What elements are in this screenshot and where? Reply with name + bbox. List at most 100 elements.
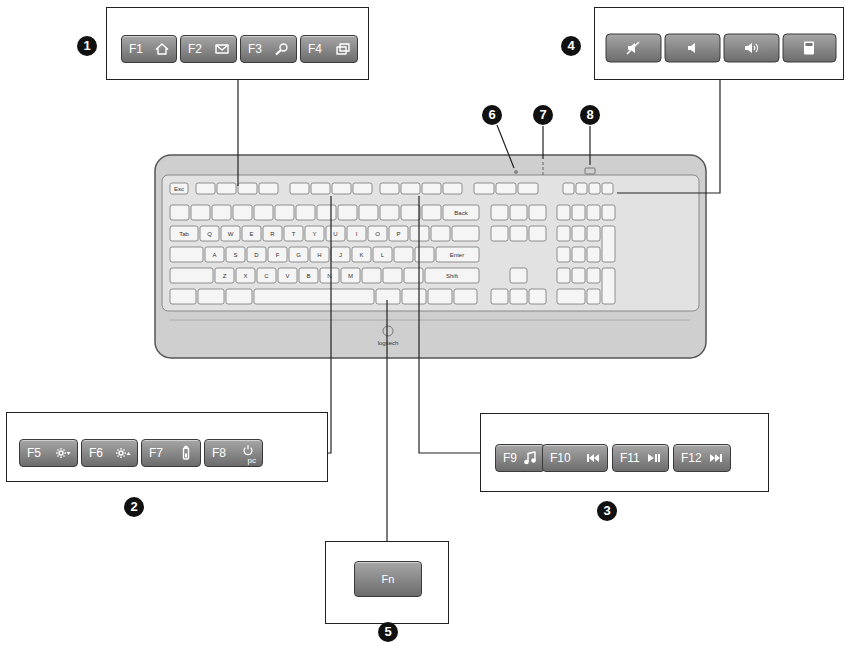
keyboard-keys (170, 183, 615, 304)
key (275, 205, 294, 220)
key (233, 205, 252, 220)
key-icon (241, 443, 255, 457)
key (589, 183, 600, 194)
media-keys (595, 8, 843, 79)
key (170, 183, 188, 194)
key-deck (162, 175, 699, 311)
key (198, 289, 224, 304)
key (205, 247, 224, 262)
key (289, 247, 308, 262)
key (510, 268, 527, 283)
leader-line (386, 300, 387, 541)
key (443, 205, 479, 220)
function-key: F3 (240, 35, 297, 63)
key-legend: I (356, 230, 358, 237)
key (443, 183, 462, 194)
key (200, 226, 219, 241)
key (572, 226, 585, 241)
key (557, 226, 570, 241)
key-legend: Shift (446, 272, 458, 279)
key-icon (115, 445, 131, 461)
key (226, 247, 245, 262)
key-legend: Back (454, 209, 467, 216)
key (474, 183, 494, 194)
key (389, 226, 408, 241)
key (436, 247, 479, 262)
key-legend: Y (312, 230, 316, 237)
key-legend: B (306, 272, 310, 279)
key (383, 268, 402, 283)
key (278, 268, 297, 283)
key (338, 205, 357, 220)
key (299, 268, 318, 283)
key (242, 226, 261, 241)
key (331, 247, 350, 262)
key (238, 183, 257, 194)
key (587, 205, 600, 220)
key (215, 268, 234, 283)
key-legend: C (264, 272, 268, 279)
key-legend: W (228, 230, 234, 237)
key (221, 226, 240, 241)
key-label: F3 (248, 42, 262, 56)
key-legend: G (296, 251, 301, 258)
function-key: F12 (673, 444, 731, 472)
key (236, 268, 255, 283)
key (394, 247, 413, 262)
key (572, 268, 585, 283)
key-label: F11 (620, 451, 640, 465)
key (191, 205, 210, 220)
key (576, 183, 587, 194)
key (368, 226, 387, 241)
key-legend: U (333, 230, 337, 237)
key (296, 205, 315, 220)
function-key: F6 (81, 439, 138, 467)
key (401, 205, 420, 220)
key (170, 268, 213, 283)
indicator-light (514, 170, 518, 174)
key (587, 289, 600, 304)
key-label: F7 (149, 446, 163, 460)
key (310, 247, 329, 262)
function-key: F4 (300, 35, 358, 63)
key (170, 289, 196, 304)
key (431, 226, 450, 241)
leader-line (328, 196, 331, 453)
key-legend: R (270, 230, 274, 237)
key (341, 268, 360, 283)
leader-line (237, 80, 238, 186)
callout-box: 3F9F10F11F12 (480, 413, 769, 492)
key (376, 289, 400, 304)
key-icon (708, 450, 724, 466)
key (425, 268, 479, 283)
key (602, 183, 613, 194)
function-key: Fn (354, 561, 422, 597)
key-icon (274, 41, 290, 57)
key (217, 183, 236, 194)
key-legend: P (396, 230, 400, 237)
function-key: F2 (180, 35, 237, 63)
key (510, 226, 527, 241)
key-label: F1 (129, 42, 143, 56)
key (529, 289, 546, 304)
key-icon (522, 450, 538, 466)
key-legend: A (212, 251, 216, 258)
key (352, 247, 371, 262)
key (428, 289, 452, 304)
key (305, 226, 324, 241)
key-label: F12 (681, 451, 702, 465)
callout-box: 4 (594, 7, 844, 80)
key (491, 289, 508, 304)
key (311, 183, 330, 194)
key-label: F9 (503, 451, 517, 465)
key-legend: T (292, 230, 296, 237)
key (529, 226, 546, 241)
key (454, 289, 477, 304)
key-legend: V (285, 272, 289, 279)
key (572, 205, 585, 220)
key (518, 183, 538, 194)
key (380, 183, 399, 194)
key (326, 226, 345, 241)
key (563, 183, 574, 194)
